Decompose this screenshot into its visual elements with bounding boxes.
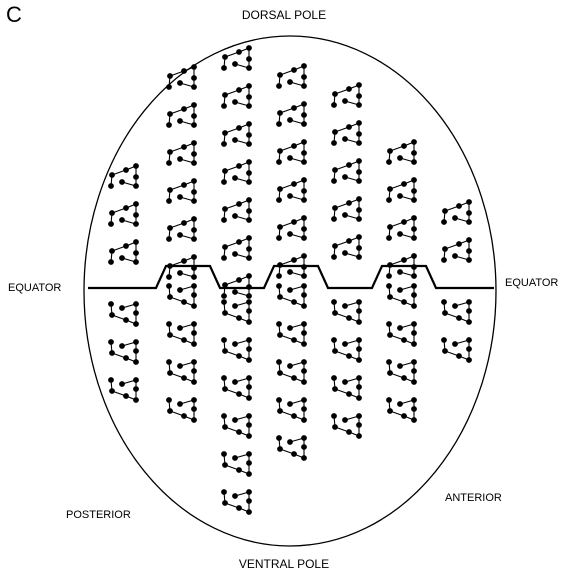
ventral-pole-label: VENTRAL POLE (238, 557, 330, 571)
ventral-ommatidium (108, 339, 139, 365)
ventral-ommatidium (221, 375, 252, 401)
dorsal-ommatidium (221, 45, 252, 71)
dorsal-ommatidium (221, 121, 252, 147)
ventral-ommatidium (276, 359, 307, 385)
dorsal-ommatidium (276, 215, 307, 241)
ventral-ommatidium (221, 337, 252, 363)
dorsal-ommatidium (221, 159, 252, 185)
ventral-ommatidium (276, 321, 307, 347)
ventral-ommatidium (221, 413, 252, 439)
dorsal-ommatidium (221, 83, 252, 109)
ventral-ommatidium (386, 397, 417, 423)
dorsal-ommatidium (276, 177, 307, 203)
posterior-label: POSTERIOR (66, 509, 131, 521)
ventral-ommatidium (221, 489, 252, 515)
dorsal-ommatidium (441, 199, 472, 225)
dorsal-ommatidium (276, 139, 307, 165)
ventral-ommatidium (331, 337, 362, 363)
dorsal-ommatidium (331, 234, 362, 260)
dorsal-ommatidium (108, 201, 139, 227)
dorsal-ommatidium (166, 102, 197, 128)
ventral-ommatidium (331, 413, 362, 439)
dorsal-ommatidium (221, 197, 252, 223)
equator-label-left: EQUATOR (8, 282, 62, 294)
dorsal-ommatidium (276, 101, 307, 127)
ventral-ommatidium (386, 359, 417, 385)
dorsal-ommatidium (108, 239, 139, 265)
dorsal-ommatidium (331, 158, 362, 184)
ventral-ommatidium (441, 337, 472, 363)
dorsal-ommatidium (386, 253, 417, 279)
ventral-ommatidium (331, 375, 362, 401)
dorsal-ommatidium (108, 163, 139, 189)
ventral-ommatidium (441, 299, 472, 325)
ventral-ommatidium (386, 283, 417, 309)
dorsal-ommatidium (276, 63, 307, 89)
anterior-label: ANTERIOR (445, 492, 502, 504)
ventral-ommatidium (166, 321, 197, 347)
ventral-ommatidium (166, 359, 197, 385)
ventral-ommatidium (108, 377, 139, 403)
dorsal-ommatidium (166, 216, 197, 242)
dorsal-ommatidium (221, 235, 252, 261)
dorsal-ommatidium (386, 139, 417, 165)
ventral-ommatidium (221, 299, 252, 325)
ventral-ommatidium (276, 397, 307, 423)
dorsal-ommatidium (386, 177, 417, 203)
dorsal-ommatidium (221, 273, 252, 299)
dorsal-ommatidium (166, 254, 197, 280)
ventral-ommatidium (166, 283, 197, 309)
ventral-ommatidium (108, 301, 139, 327)
dorsal-ommatidium (166, 140, 197, 166)
dorsal-ommatidium (386, 215, 417, 241)
dorsal-ommatidium (331, 120, 362, 146)
dorsal-ommatidium (166, 178, 197, 204)
dorsal-ommatidium (441, 237, 472, 263)
dorsal-ommatidium (276, 253, 307, 279)
dorsal-ommatidium (166, 64, 197, 90)
ventral-ommatidium (166, 397, 197, 423)
ventral-ommatidium (386, 321, 417, 347)
equator-line (88, 264, 494, 290)
equator-label-right: EQUATOR (505, 277, 559, 289)
dorsal-pole-label: DORSAL POLE (241, 8, 327, 22)
ventral-ommatidium (276, 283, 307, 309)
ommatidia-clusters (108, 45, 472, 515)
eye-outline (83, 35, 497, 547)
dorsal-ommatidium (331, 82, 362, 108)
panel-letter: C (6, 2, 22, 27)
ventral-ommatidium (221, 451, 252, 477)
dorsal-ommatidium (331, 196, 362, 222)
ventral-ommatidium (331, 299, 362, 325)
ventral-ommatidium (276, 435, 307, 461)
